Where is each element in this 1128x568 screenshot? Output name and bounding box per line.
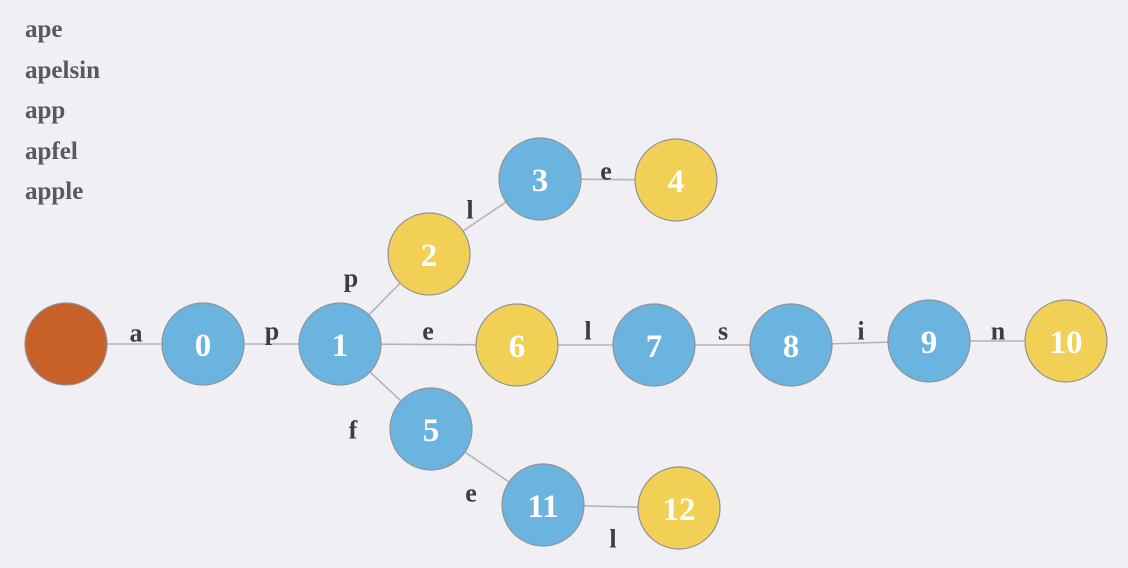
node-circle-terminal	[1024, 299, 1108, 383]
word-item: apfel	[25, 137, 78, 165]
edge-label-1-6: e	[422, 317, 434, 346]
edge-label-2-3: l	[466, 196, 473, 225]
edge-label-1-5: f	[349, 416, 358, 445]
node-circle-intermediate	[161, 302, 245, 386]
trie-node-9: 9	[887, 299, 971, 383]
edge-labels-layer: a p p l e e l s i n f e l	[130, 157, 1006, 554]
edge-label-0-1: p	[265, 317, 279, 346]
word-item: ape	[25, 16, 63, 43]
trie-node-5: 5	[389, 387, 473, 471]
edge-label-3-4: e	[600, 157, 612, 186]
node-label: 10	[1050, 325, 1083, 361]
edge-label-9-10: n	[991, 317, 1006, 346]
trie-node-11: 11	[501, 463, 585, 547]
trie-node-root	[24, 302, 108, 386]
node-circle-intermediate	[298, 302, 382, 386]
node-circle-intermediate	[498, 137, 582, 221]
trie-node-6: 6	[475, 303, 559, 387]
edge-label-5-11: e	[465, 479, 477, 508]
trie-node-8: 8	[749, 303, 833, 387]
node-circle-terminal	[637, 466, 721, 550]
trie-node-7: 7	[612, 303, 696, 387]
node-label: 6	[509, 329, 526, 365]
node-label: 4	[668, 164, 685, 200]
node-circle-intermediate	[501, 463, 585, 547]
node-circle-intermediate	[389, 387, 473, 471]
node-circle-intermediate	[612, 303, 696, 387]
trie-node-2: 2	[387, 212, 471, 296]
trie-node-10: 10	[1024, 299, 1108, 383]
word-item: apple	[25, 178, 84, 205]
trie-node-4: 4	[634, 138, 718, 222]
node-label: 2	[421, 238, 438, 274]
edge-label-7-8: s	[718, 317, 728, 346]
edge-label-11-12: l	[609, 525, 616, 554]
node-circle-intermediate	[887, 299, 971, 383]
edge-label-6-7: l	[584, 317, 591, 346]
trie-node-1: 1	[298, 302, 382, 386]
node-label: 8	[783, 329, 800, 365]
node-circle-root	[24, 302, 108, 386]
node-label: 5	[423, 413, 440, 449]
node-label: 9	[921, 325, 938, 361]
word-item: app	[25, 97, 66, 124]
edge-label-1-2: p	[344, 264, 358, 293]
node-label: 0	[195, 328, 212, 364]
node-label: 7	[646, 329, 663, 365]
trie-node-12: 12	[637, 466, 721, 550]
node-circle-terminal	[475, 303, 559, 387]
node-label: 12	[663, 492, 696, 528]
node-circle-terminal	[634, 138, 718, 222]
word-list: ape apelsin app apfel apple	[25, 10, 100, 213]
edge-label-root-0: a	[130, 319, 143, 348]
word-item: apelsin	[25, 56, 101, 84]
edge-label-8-9: i	[857, 317, 864, 346]
node-label: 3	[532, 163, 549, 199]
node-circle-intermediate	[749, 303, 833, 387]
node-circle-terminal	[387, 212, 471, 296]
trie-node-0: 0	[161, 302, 245, 386]
trie-node-3: 3	[498, 137, 582, 221]
node-label: 11	[527, 489, 558, 525]
node-label: 1	[332, 328, 349, 364]
